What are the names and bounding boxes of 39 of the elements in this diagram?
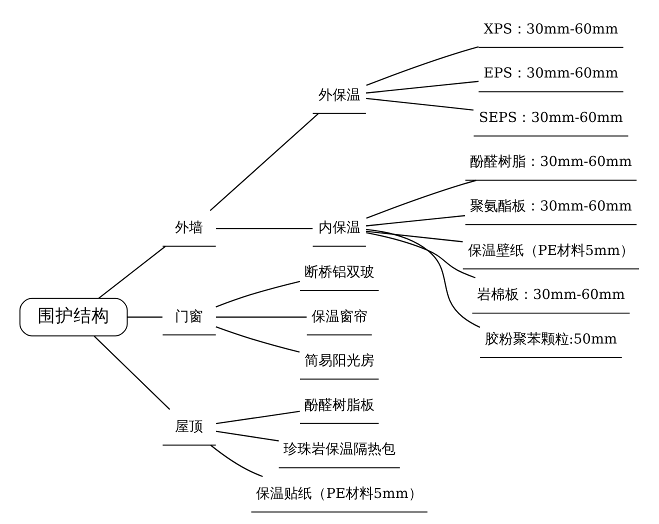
node-text: 保温壁纸（PE材料5mm） bbox=[468, 242, 634, 259]
connector bbox=[366, 180, 476, 219]
node-text: 酚醛树脂：30mm-60mm bbox=[470, 154, 632, 170]
connector bbox=[216, 410, 300, 424]
node-text: 简易阳光房 bbox=[304, 353, 374, 370]
connector bbox=[216, 316, 307, 318]
node-box: 围护结构 bbox=[19, 298, 128, 336]
connector bbox=[366, 232, 476, 278]
node-text: 保温窗帘 bbox=[311, 308, 368, 325]
connector bbox=[366, 98, 474, 111]
node-text: 内保温 bbox=[318, 220, 360, 236]
node-text: 屋顶 bbox=[175, 419, 204, 436]
connector bbox=[216, 326, 300, 353]
node-text: 保温贴纸（PE材料5mm） bbox=[256, 486, 422, 502]
node-text: 岩棉板：30mm-60mm bbox=[477, 287, 625, 304]
connector bbox=[98, 246, 166, 299]
connector bbox=[127, 316, 162, 318]
node-text: EPS：30mm-60mm bbox=[484, 66, 618, 82]
connector bbox=[216, 430, 279, 442]
connector bbox=[366, 215, 466, 226]
node-text: 断桥铝双玻 bbox=[304, 264, 374, 280]
connector bbox=[94, 336, 170, 410]
node-text: 外墙 bbox=[175, 220, 204, 236]
connector bbox=[366, 80, 479, 94]
node-text: SEPS：30mm-60mm bbox=[478, 110, 624, 126]
connector bbox=[366, 230, 463, 242]
node-text: 外保温 bbox=[318, 87, 360, 104]
connector bbox=[216, 228, 313, 230]
node-text: 门窗 bbox=[175, 308, 204, 325]
connector bbox=[210, 113, 319, 212]
connector bbox=[216, 280, 300, 308]
connector bbox=[366, 46, 479, 86]
connector bbox=[366, 228, 480, 328]
node-text: 胶粉聚苯颗粒:50mm bbox=[484, 331, 618, 348]
node-text: 酚醛树脂板 bbox=[304, 397, 374, 414]
connector bbox=[210, 444, 263, 478]
node-text: XPS：30mm-60mm bbox=[484, 21, 618, 38]
node-text: 珍珠岩保温隔热包 bbox=[283, 442, 396, 458]
node-text: 聚氨酯板：30mm-60mm bbox=[470, 198, 632, 215]
